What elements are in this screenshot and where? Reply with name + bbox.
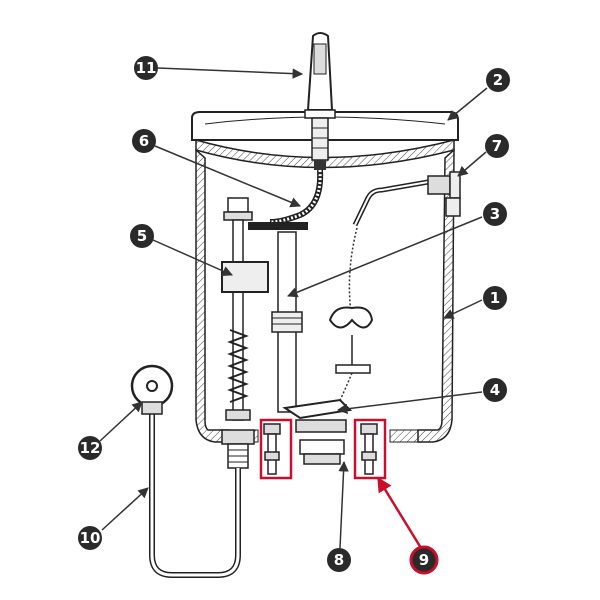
callout-9: 9: [409, 545, 439, 575]
shutoff-valve: [130, 364, 174, 415]
svg-text:10: 10: [80, 529, 101, 547]
svg-text:9: 9: [419, 551, 429, 569]
callout-6: 6: [132, 129, 156, 153]
callout-7: 7: [485, 134, 509, 158]
svg-text:12: 12: [80, 439, 101, 457]
svg-text:7: 7: [492, 137, 502, 155]
svg-text:11: 11: [136, 59, 157, 77]
flapper: [282, 398, 353, 465]
flush-button: [304, 32, 336, 170]
flush-cable: [269, 169, 324, 225]
highlight-box-right: [353, 418, 387, 480]
callout-2: 2: [486, 68, 510, 92]
svg-text:3: 3: [490, 205, 500, 223]
tank-bolt-left: [259, 418, 293, 480]
callout-5: 5: [130, 224, 154, 248]
leader-lines: [99, 67, 488, 549]
svg-text:2: 2: [493, 71, 503, 89]
highlight-box-left: [259, 418, 293, 480]
supply-hose: [149, 410, 241, 578]
callout-4: 4: [483, 378, 507, 402]
callout-11: 11: [134, 56, 158, 80]
svg-text:4: 4: [490, 381, 500, 399]
svg-text:5: 5: [137, 227, 147, 245]
svg-text:6: 6: [139, 132, 149, 150]
callout-12: 12: [78, 436, 102, 460]
leader-line-9: [376, 476, 423, 549]
callout-10: 10: [78, 526, 102, 550]
flush-lever: [328, 171, 461, 401]
svg-text:1: 1: [490, 289, 500, 307]
callout-1: 1: [483, 286, 507, 310]
svg-text:8: 8: [334, 551, 344, 569]
tank-bolt-right: [353, 418, 387, 480]
callout-3: 3: [483, 202, 507, 226]
callout-badges: 11 2 6 7 3 5 1 4: [78, 56, 510, 575]
callout-8: 8: [327, 548, 351, 572]
flush-valve: [271, 231, 303, 413]
